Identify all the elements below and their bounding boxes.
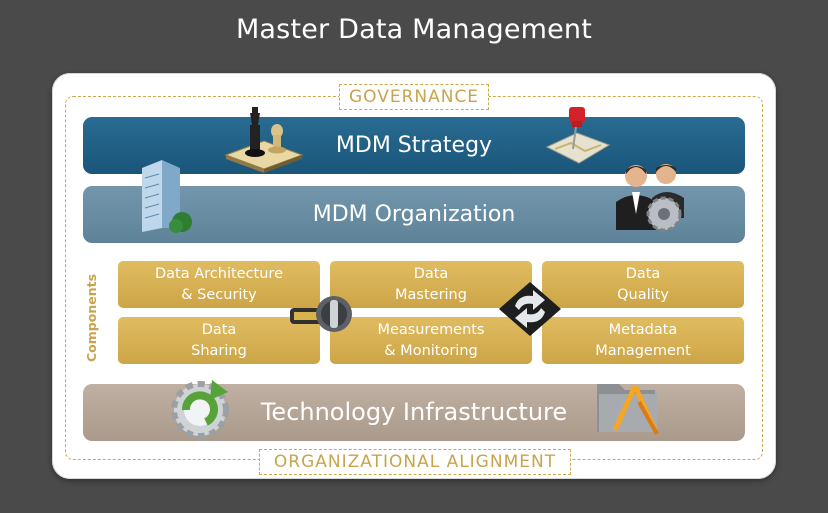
folder-tools-icon xyxy=(597,384,659,435)
component-line: Mastering xyxy=(395,286,467,303)
component-data-architecture-security: Data Architecture & Security xyxy=(118,261,320,308)
component-line: Data Architecture xyxy=(154,265,283,282)
component-line: Metadata xyxy=(608,321,678,338)
component-line: Data xyxy=(201,321,237,338)
component-data-sharing: Data Sharing xyxy=(118,317,320,364)
component-metadata-management: Metadata Management xyxy=(542,317,744,364)
people-gear-icon xyxy=(616,164,684,232)
page-title: Master Data Management xyxy=(235,14,593,45)
component-data-mastering: Data Mastering xyxy=(330,261,532,308)
building-icon xyxy=(142,160,192,233)
component-line: Management xyxy=(595,342,691,359)
sync-arrows-icon xyxy=(499,282,561,336)
component-measurements-monitoring: Measurements & Monitoring xyxy=(330,317,532,364)
component-line: & Security xyxy=(181,286,257,303)
component-line: Data xyxy=(413,265,449,282)
map-pin-icon xyxy=(545,107,611,164)
component-data-quality: Data Quality xyxy=(542,261,744,308)
component-line: Sharing xyxy=(191,342,247,359)
component-line: Measurements xyxy=(377,321,485,338)
mdm-strategy-band: MDM Strategy xyxy=(83,117,745,174)
organizational-alignment-label: ORGANIZATIONAL ALIGNMENT xyxy=(259,449,571,475)
component-line: Quality xyxy=(617,286,669,303)
refresh-gear-icon xyxy=(171,380,229,439)
chess-icon xyxy=(224,107,304,173)
components-label-text: Components xyxy=(84,273,99,362)
component-line: & Monitoring xyxy=(384,342,478,359)
governance-label: GOVERNANCE xyxy=(339,84,489,110)
key-lock-icon xyxy=(290,296,352,332)
component-line: Data xyxy=(625,265,661,282)
